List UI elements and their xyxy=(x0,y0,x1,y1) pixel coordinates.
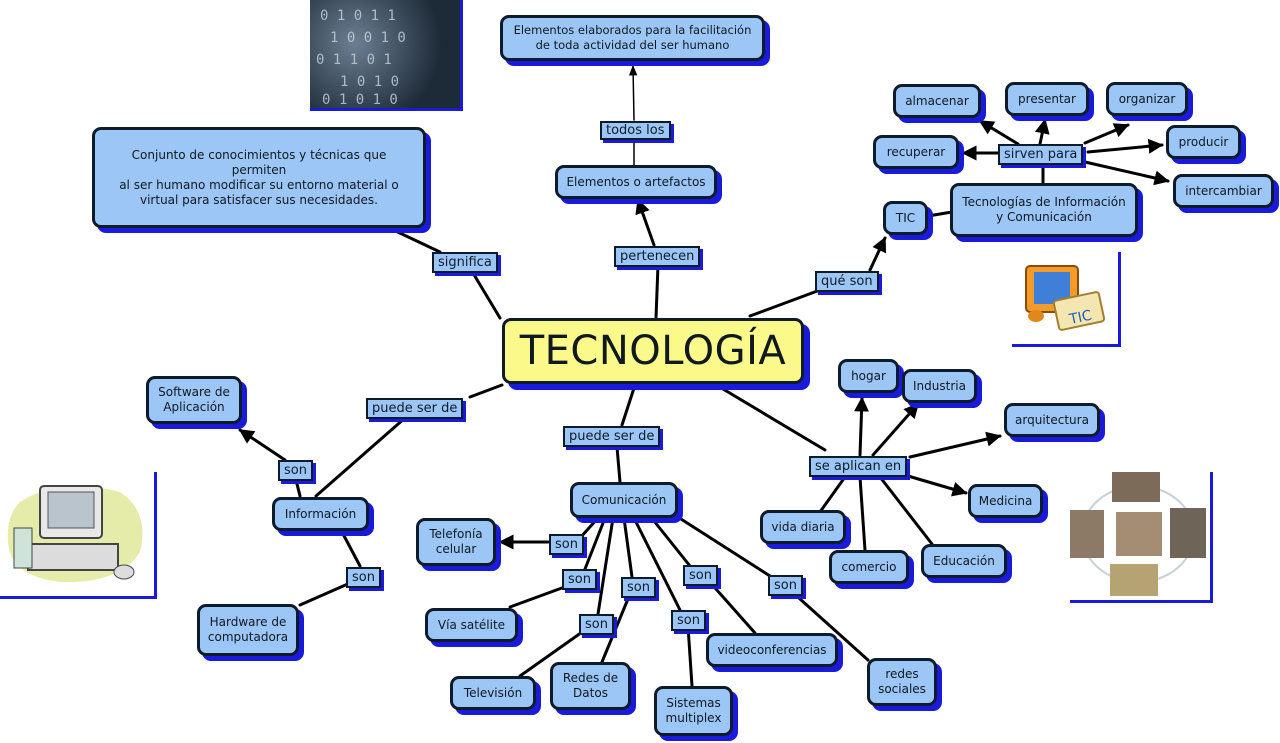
television-node: Televisión xyxy=(450,676,536,710)
main-concept-tecnologia: TECNOLOGÍA xyxy=(502,318,804,384)
organizar-node: organizar xyxy=(1106,82,1188,116)
svg-text:0 1 0 1 1: 0 1 0 1 1 xyxy=(320,8,396,24)
recuperar-node: recuperar xyxy=(873,135,959,169)
industria-node: Industria xyxy=(902,369,977,403)
link-se-aplican-en: se aplican en xyxy=(809,456,908,477)
link-puede-ser-de-left: puede ser de xyxy=(366,398,464,419)
tic-computer-image: TIC xyxy=(1012,252,1121,347)
link-son-television: son xyxy=(579,614,614,635)
telefonia-node: Telefonía celular xyxy=(416,518,496,566)
link-todos-los: todos los xyxy=(600,121,671,140)
link-sirven-para: sirven para xyxy=(998,144,1084,165)
svg-text:0 1 0 1 0: 0 1 0 1 0 xyxy=(322,92,398,108)
people-photos-icon xyxy=(1070,472,1206,596)
intercambiar-node: intercambiar xyxy=(1173,174,1274,208)
comunicacion-node: Comunicación xyxy=(570,482,678,518)
binary-code-image: 0 1 0 1 1 1 0 0 1 0 0 1 1 0 1 1 0 1 0 0 … xyxy=(310,0,463,111)
computer-character-icon: TIC xyxy=(1025,265,1106,331)
binary-digits-icon: 0 1 0 1 1 1 0 0 1 0 0 1 1 0 1 1 0 1 0 0 … xyxy=(316,8,406,108)
link-son-via-satelite: son xyxy=(562,569,597,590)
hardware-node: Hardware de computadora xyxy=(197,604,299,656)
link-pertenecen: pertenecen xyxy=(614,246,701,267)
computer-clipart-image xyxy=(0,472,157,599)
comercio-node: comercio xyxy=(829,550,909,584)
svg-text:TIC: TIC xyxy=(1067,308,1093,329)
medicina-node: Medicina xyxy=(968,484,1043,518)
svg-text:1 0 1 0: 1 0 1 0 xyxy=(340,74,399,90)
hogar-node: hogar xyxy=(838,359,899,393)
desktop-computer-icon xyxy=(7,485,143,583)
informacion-node: Información xyxy=(272,497,369,531)
link-significa: significa xyxy=(432,252,498,273)
presentar-node: presentar xyxy=(1005,82,1089,116)
people-collage-image xyxy=(1070,472,1213,603)
link-son-redes-sociales: son xyxy=(768,575,803,596)
link-puede-ser-de-center: puede ser de xyxy=(563,426,661,447)
link-son-telefonia: son xyxy=(549,534,584,555)
videoconferencias-node: videoconferencias xyxy=(706,633,838,667)
link-que-son: qué son xyxy=(815,271,879,292)
producir-node: producir xyxy=(1166,125,1241,159)
tic-node: TIC xyxy=(883,201,928,235)
educacion-node: Educación xyxy=(921,544,1007,578)
almacenar-node: almacenar xyxy=(893,84,981,118)
link-son-videoconferencias: son xyxy=(683,565,718,586)
link-son-redes-datos: son xyxy=(621,577,656,598)
link-son-sistemas: son xyxy=(671,610,706,631)
sistemas-multiplex-node: Sistemas multiplex xyxy=(654,686,733,736)
svg-text:0 1 1 0 1: 0 1 1 0 1 xyxy=(316,52,392,68)
definicion-node: Conjunto de conocimientos y técnicas que… xyxy=(92,127,426,228)
via-satelite-node: Vía satélite xyxy=(425,608,518,642)
elementos-elaborados-node: Elementos elaborados para la facilitació… xyxy=(500,15,765,61)
redes-datos-node: Redes de Datos xyxy=(550,662,631,710)
link-son-hardware: son xyxy=(346,567,381,588)
tic-full-node: Tecnologías de Información y Comunicació… xyxy=(950,183,1138,237)
svg-text:1 0 0 1 0: 1 0 0 1 0 xyxy=(330,30,406,46)
redes-sociales-node: redes sociales xyxy=(867,658,937,706)
elementos-artefactos-node: Elementos o artefactos xyxy=(555,165,717,199)
vida-diaria-node: vida diaria xyxy=(760,510,846,544)
software-node: Software de Aplicación xyxy=(146,376,242,424)
link-son-software: son xyxy=(278,460,313,481)
arquitectura-node: arquitectura xyxy=(1004,403,1100,437)
